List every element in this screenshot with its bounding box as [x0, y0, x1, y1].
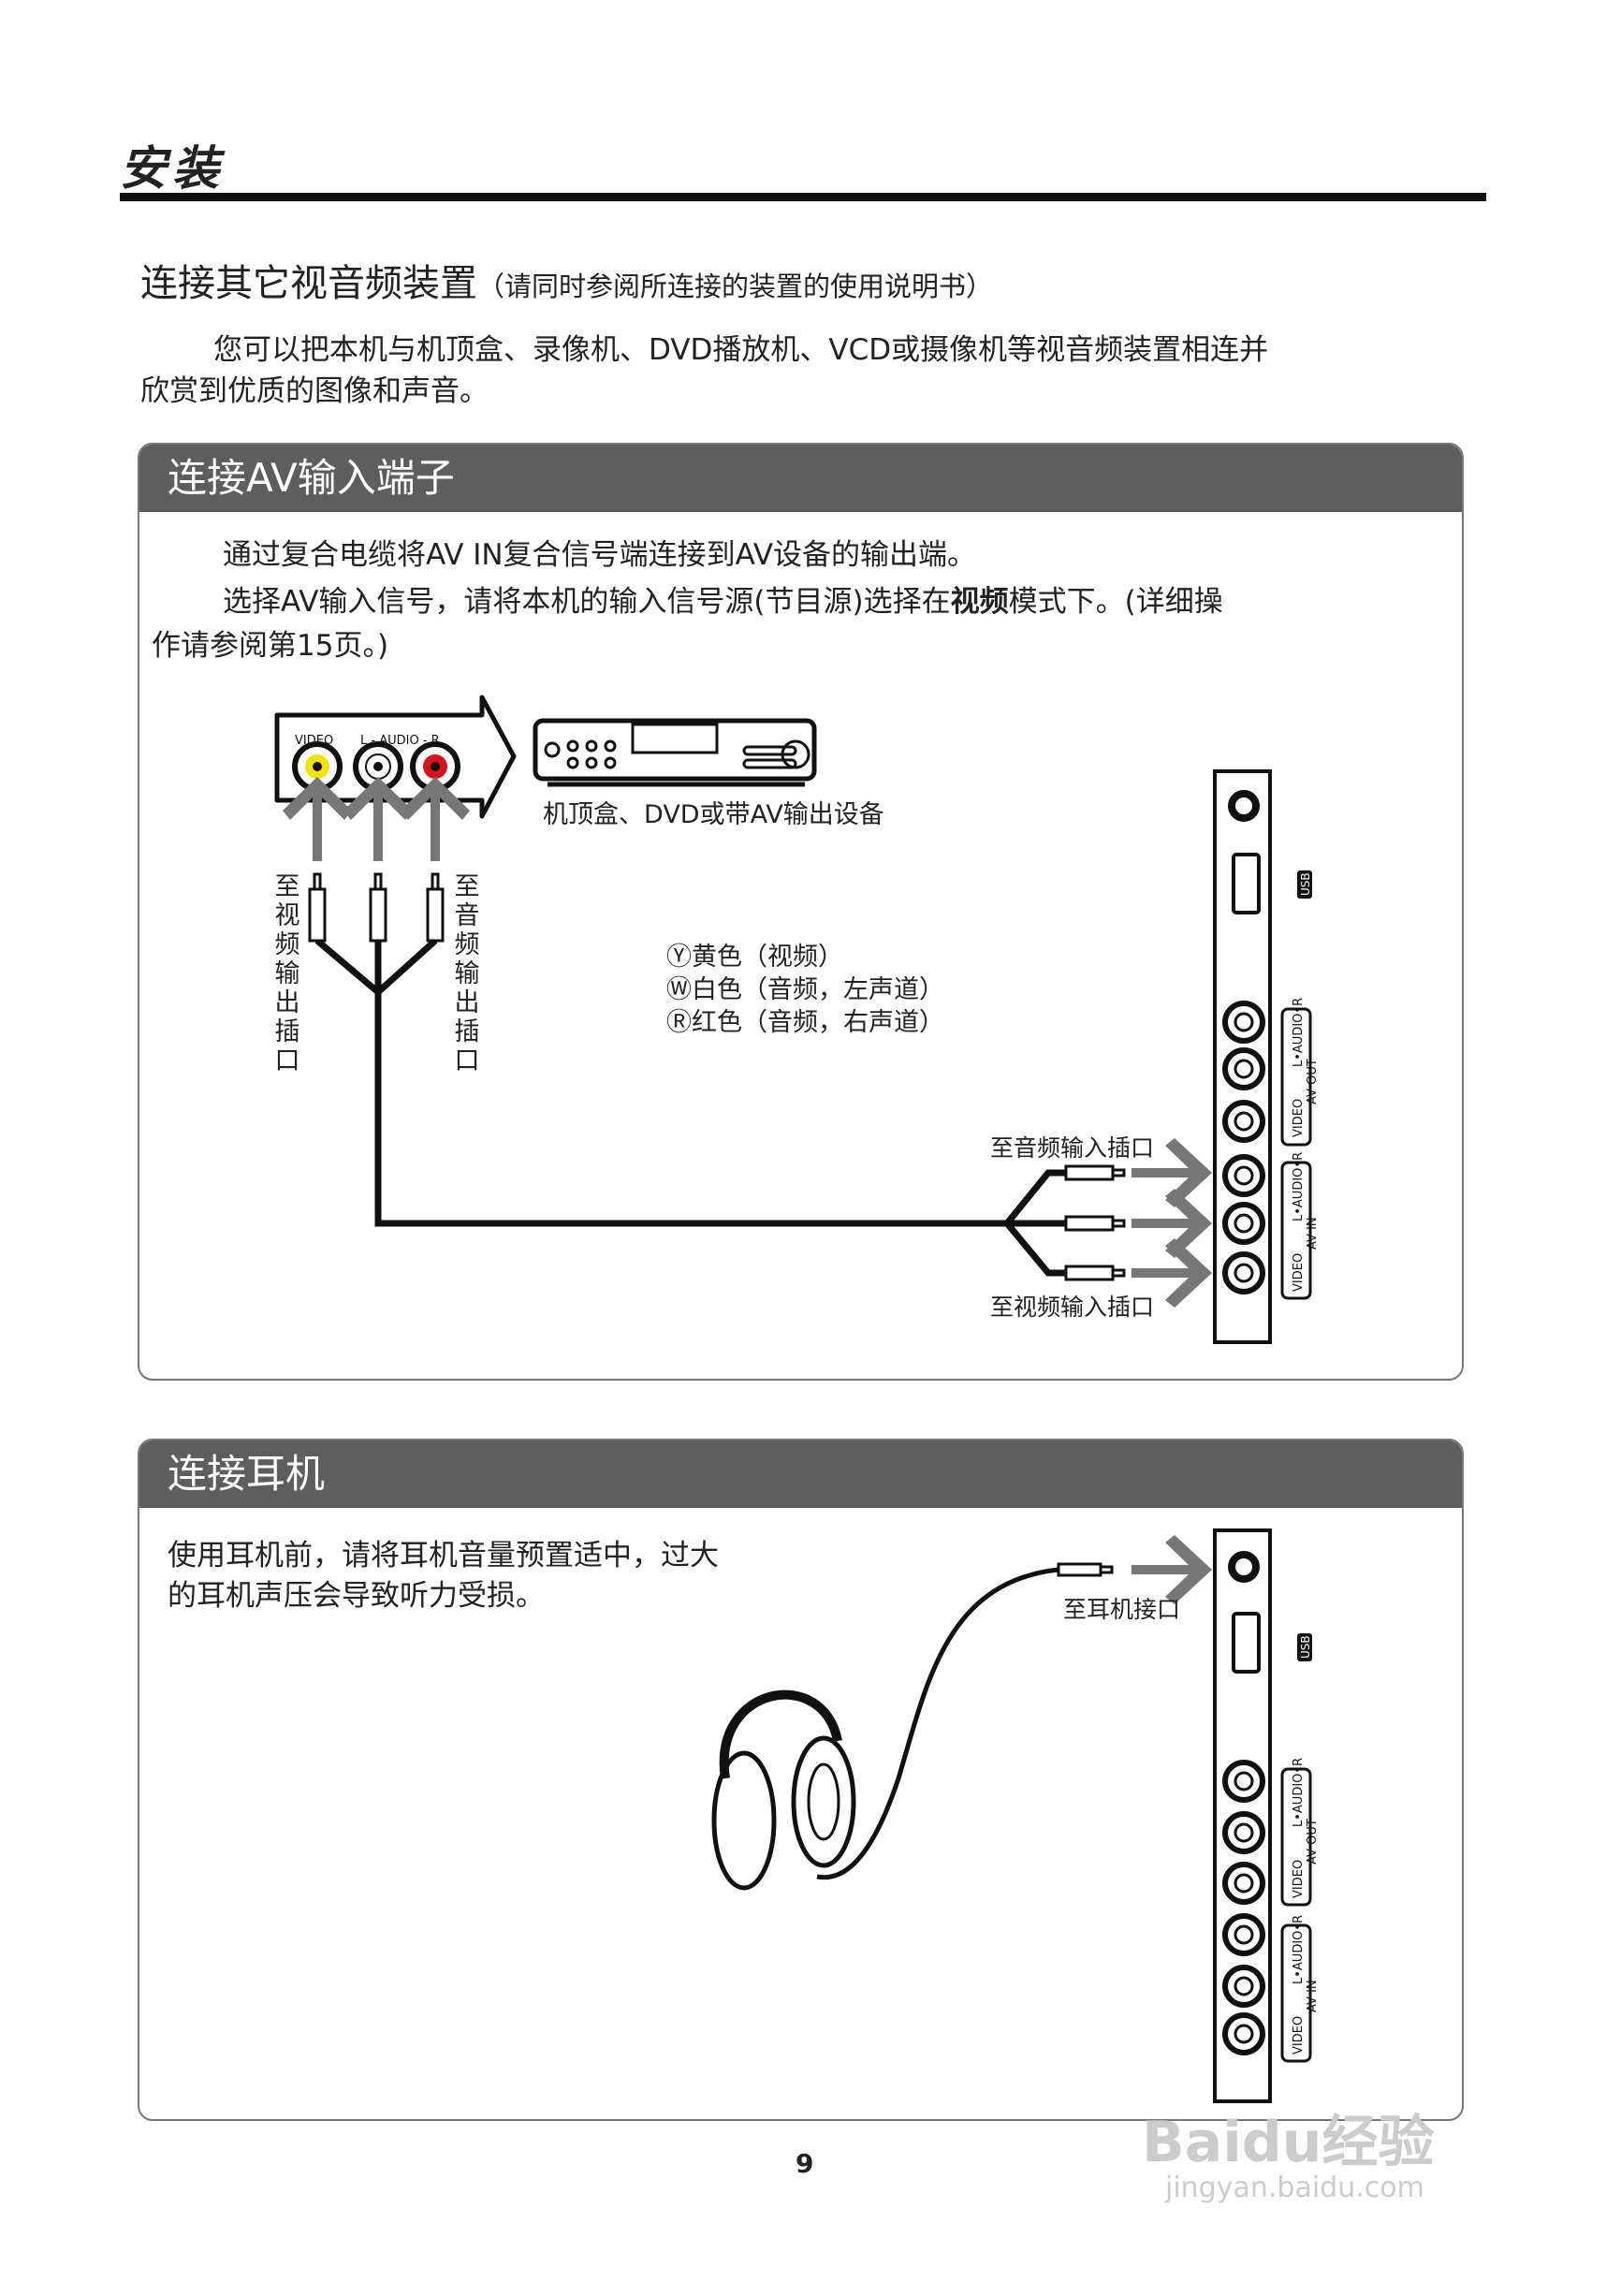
insert-arrows — [283, 777, 1212, 1604]
watermark-url: jingyan.baidu.com — [1165, 2172, 1424, 2204]
rca-plugs — [308, 872, 1126, 1577]
heading-main: 连接其它视音频装置 — [140, 262, 477, 305]
intro-line-1: 您可以把本机与机顶盒、录像机、DVD播放机、VCD或摄像机等视音频装置相连并 — [213, 333, 1269, 367]
source-audio-label: L - AUDIO - R — [360, 734, 440, 748]
to-audio-in-label: 至音频输入插口 — [990, 1134, 1155, 1162]
avin-video-label: VIDEO — [1292, 1253, 1306, 1292]
avin-audio-label: L•AUDIO•R — [1292, 1152, 1306, 1221]
source-device-outline — [274, 695, 517, 819]
av-out-label: AV OUT — [1306, 1059, 1320, 1104]
headphone-section: 连接耳机 — [138, 1439, 1464, 2121]
av-in-label: AV IN — [1306, 1217, 1320, 1250]
section-heading: 连接其它视音频装置（请同时参阅所连接的装置的使用说明书） — [140, 253, 993, 307]
av-line-3: 作请参阅第15页。) — [152, 629, 389, 663]
dvd-player-icon — [533, 718, 817, 782]
tv-side-panel-hp — [1213, 1528, 1272, 2103]
hp-section-title: 连接耳机 — [139, 1440, 1462, 1508]
av-cable — [314, 938, 1066, 1277]
av-input-section: 连接AV输入端子 — [138, 443, 1464, 1381]
device-label: 机顶盒、DVD或带AV输出设备 — [543, 800, 884, 829]
usb-label-2: USB — [1299, 1635, 1312, 1659]
av-line-1: 通过复合电缆将AV IN复合信号端连接到AV设备的输出端。 — [223, 538, 977, 572]
panel-jacks — [1222, 790, 1265, 2055]
hp-av-in-label: AV IN — [1306, 1980, 1320, 2012]
hp-avout-audio: L•AUDIO•R — [1292, 1758, 1306, 1827]
hp-avin-audio: L•AUDIO•R — [1292, 1915, 1306, 1984]
to-audio-out-label: 至音频输出插口 — [454, 872, 480, 1075]
watermark-logo: Baidu经验 — [1142, 2110, 1435, 2175]
intro-line-2: 欣赏到优质的图像和声音。 — [140, 374, 489, 408]
hp-avin-video: VIDEO — [1292, 2016, 1306, 2055]
hp-avout-video: VIDEO — [1292, 1860, 1306, 1898]
usb-label: USB — [1299, 872, 1312, 896]
to-video-out-label: 至视频输出插口 — [274, 872, 300, 1075]
legend-red: Ⓡ红色（音频，右声道） — [666, 1008, 944, 1037]
av-section-title: 连接AV输入端子 — [139, 445, 1462, 512]
av-line-2: 选择AV输入信号，请将本机的输入信号源(节目源)选择在视频模式下。(详细操 — [223, 585, 1223, 619]
avout-video-label: VIDEO — [1292, 1099, 1306, 1137]
to-headphone-jack-label: 至耳机接口 — [1063, 1596, 1181, 1623]
source-video-label: VIDEO — [295, 734, 333, 748]
chapter-divider — [120, 193, 1486, 201]
hp-line-2: 的耳机声压会导致听力受损。 — [168, 1579, 545, 1613]
hp-av-out-label: AV OUT — [1306, 1819, 1320, 1865]
chapter-title: 安装 — [120, 140, 225, 196]
page-number: 9 — [796, 2148, 814, 2179]
avout-audio-label: L•AUDIO•R — [1292, 998, 1306, 1067]
to-video-in-label: 至视频输入插口 — [990, 1294, 1155, 1321]
hp-line-1: 使用耳机前，请将耳机音量预置适中，过大 — [168, 1539, 719, 1572]
headphones-icon — [711, 1689, 856, 1891]
legend-yellow: Ⓨ黄色（视频） — [666, 943, 843, 972]
tv-side-panel-av — [1213, 769, 1272, 1344]
heading-note: （请同时参阅所连接的装置的使用说明书） — [477, 271, 994, 302]
headphone-cable — [816, 1567, 1059, 1880]
legend-white: Ⓦ白色（音频，左声道） — [666, 975, 944, 1004]
